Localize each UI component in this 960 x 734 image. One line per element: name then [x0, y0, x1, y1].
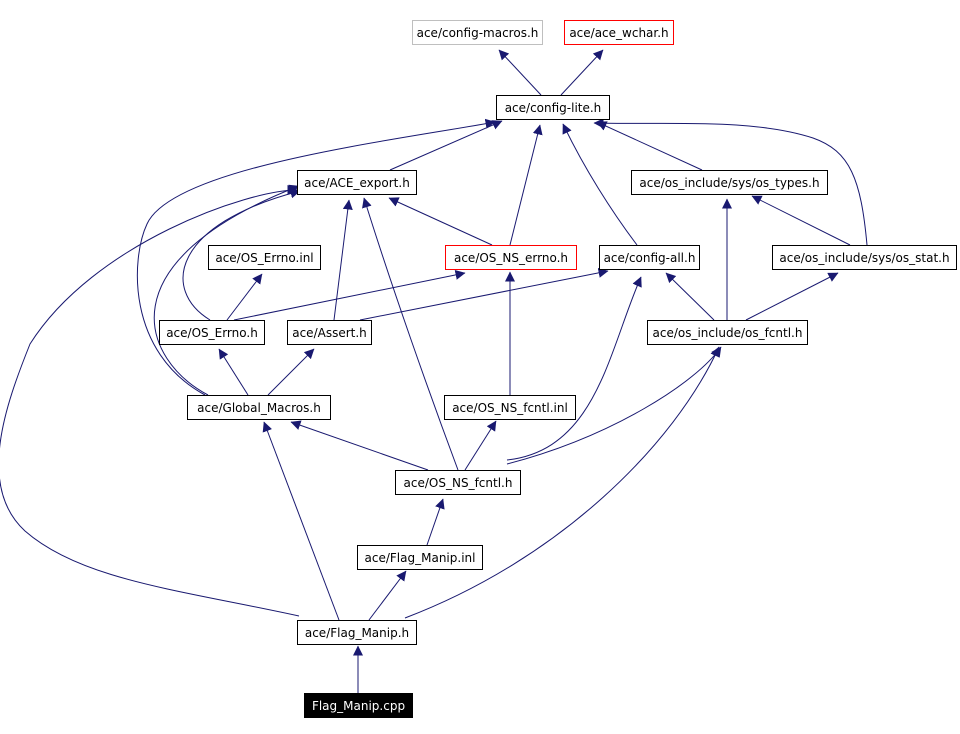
- edge-flag-manip-h-to-os-fcntl: [404, 346, 720, 619]
- edge-flag-manip-h-to-ace-export: [0, 185, 300, 617]
- edge-os-ns-fcntl-h-to-os-ns-fcntl-inl: [464, 420, 497, 471]
- node-os-stat[interactable]: ace/os_include/sys/os_stat.h: [772, 245, 957, 270]
- edge-os-stat-to-config-lite: [593, 118, 868, 246]
- edge-assert-to-ace-export: [333, 199, 353, 321]
- edge-os-ns-fcntl-h-to-os-fcntl: [506, 346, 722, 465]
- node-ace-wchar[interactable]: ace/ace_wchar.h: [564, 20, 674, 45]
- node-box: [187, 395, 331, 420]
- node-config-macros[interactable]: ace/config-macros.h: [412, 20, 543, 45]
- node-label: ace/os_include/os_fcntl.h: [653, 326, 803, 340]
- node-os-ns-fcntl-h[interactable]: ace/OS_NS_fcntl.h: [395, 470, 521, 495]
- nodes-layer: ace/config-macros.h ace/ace_wchar.h ace/co…: [159, 20, 957, 718]
- node-label: ace/Flag_Manip.h: [305, 626, 409, 640]
- node-box: [297, 620, 417, 645]
- edge-config-lite-to-ace-wchar: [560, 49, 604, 96]
- edge-os-ns-fcntl-h-to-global-macros: [290, 420, 429, 471]
- node-config-lite[interactable]: ace/config-lite.h: [496, 95, 610, 120]
- edge-os-ns-fcntl-h-to-ace-export: [362, 197, 459, 471]
- node-ace-export[interactable]: ace/ACE_export.h: [297, 170, 417, 195]
- node-label: ace/config-macros.h: [417, 26, 539, 40]
- node-os-types[interactable]: ace/os_include/sys/os_types.h: [631, 170, 828, 195]
- node-label: ace/OS_Errno.h: [166, 326, 258, 340]
- edge-os-fcntl-to-os-stat: [745, 272, 839, 321]
- node-box: [395, 470, 521, 495]
- node-os-errno-inl[interactable]: ace/OS_Errno.inl: [208, 245, 321, 270]
- node-label: ace/ace_wchar.h: [569, 26, 668, 40]
- node-config-all[interactable]: ace/config-all.h: [599, 245, 700, 270]
- node-box: [564, 20, 674, 45]
- node-label: ace/ACE_export.h: [304, 176, 410, 190]
- edge-global-macros-to-config-lite: [136, 118, 496, 396]
- edge-assert-to-config-all: [359, 267, 609, 321]
- edge-flag-manip-inl-to-os-ns-fcntl-h: [426, 498, 445, 546]
- edge-os-ns-fcntl-h-to-config-all: [506, 276, 642, 461]
- edge-config-lite-to-config-macros: [498, 49, 542, 96]
- node-label: ace/os_include/sys/os_stat.h: [779, 251, 949, 265]
- node-flag-manip-h[interactable]: ace/Flag_Manip.h: [297, 620, 417, 645]
- edge-config-all-to-config-lite: [562, 123, 638, 246]
- node-label: ace/Flag_Manip.inl: [365, 551, 476, 565]
- node-label: ace/OS_NS_fcntl.inl: [452, 401, 568, 415]
- edge-global-macros-to-ace-export: [153, 184, 300, 396]
- node-label: ace/OS_NS_errno.h: [454, 251, 568, 265]
- node-box: [357, 545, 483, 570]
- node-flag-manip-inl[interactable]: ace/Flag_Manip.inl: [357, 545, 483, 570]
- edge-os-stat-to-os-types: [751, 195, 851, 246]
- node-label: Flag_Manip.cpp: [312, 699, 405, 713]
- node-box: [297, 170, 417, 195]
- node-label: ace/Assert.h: [292, 326, 367, 340]
- node-box: [496, 95, 610, 120]
- edge-global-macros-to-assert: [267, 348, 315, 396]
- node-box: [772, 245, 957, 270]
- node-os-ns-fcntl-inl[interactable]: ace/OS_NS_fcntl.inl: [444, 395, 576, 420]
- node-global-macros[interactable]: ace/Global_Macros.h: [187, 395, 331, 420]
- edge-os-ns-errno-to-ace-export: [388, 197, 493, 246]
- node-label: ace/OS_NS_fcntl.h: [404, 476, 513, 490]
- edge-global-macros-to-os-errno-h: [218, 348, 249, 396]
- node-label: ace/config-all.h: [604, 251, 696, 265]
- edge-os-errno-h-to-ace-export: [182, 188, 301, 321]
- node-label: ace/Global_Macros.h: [197, 401, 321, 415]
- node-label: ace/OS_Errno.inl: [215, 251, 313, 265]
- node-box: [647, 320, 808, 345]
- node-box: [287, 320, 372, 345]
- node-label: ace/os_include/sys/os_types.h: [639, 176, 819, 190]
- edge-flag-manip-h-to-global-macros: [262, 421, 340, 621]
- node-label: ace/config-lite.h: [505, 101, 602, 115]
- edge-flag-manip-h-to-flag-manip-inl: [368, 570, 407, 621]
- node-box: [412, 20, 543, 45]
- node-box: [599, 245, 700, 270]
- edge-os-types-to-config-lite: [596, 121, 703, 171]
- node-os-errno-h[interactable]: ace/OS_Errno.h: [159, 320, 265, 345]
- edges-layer: [0, 49, 868, 693]
- edge-ace-export-to-config-lite: [389, 120, 503, 171]
- node-box: [631, 170, 828, 195]
- edge-os-fcntl-to-config-all: [665, 272, 715, 321]
- node-box: [445, 245, 577, 270]
- node-os-fcntl[interactable]: ace/os_include/os_fcntl.h: [647, 320, 808, 345]
- node-box: [208, 245, 321, 270]
- edge-os-errno-h-to-os-ns-errno: [233, 269, 466, 321]
- node-flag-manip-cpp[interactable]: Flag_Manip.cpp: [304, 693, 413, 718]
- node-box: [304, 693, 413, 718]
- node-box: [159, 320, 265, 345]
- edge-os-errno-h-to-os-errno-inl: [226, 273, 263, 321]
- edge-os-ns-errno-to-config-lite: [509, 124, 543, 246]
- node-box: [444, 395, 576, 420]
- node-assert[interactable]: ace/Assert.h: [287, 320, 372, 345]
- node-os-ns-errno[interactable]: ace/OS_NS_errno.h: [445, 245, 577, 270]
